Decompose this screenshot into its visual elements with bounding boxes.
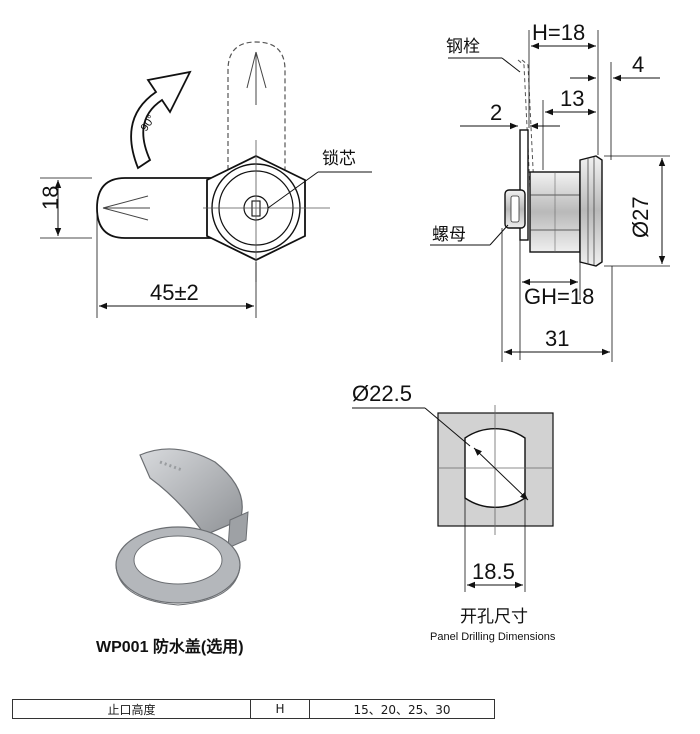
flange	[579, 155, 603, 267]
cover-caption: WP001 防水盖(选用)	[96, 637, 244, 656]
spec-values-cell: 15、20、25、30	[309, 699, 495, 719]
cam-plate	[519, 129, 529, 241]
dim-hole-diameter: Ø22.5	[352, 381, 412, 406]
dim-d27: Ø27	[628, 196, 653, 238]
steel-bolt-label: 钢栓	[446, 37, 480, 57]
spec-table: 止口高度 H 15、20、25、30	[12, 699, 495, 719]
spec-name-cell: 止口高度	[12, 699, 251, 719]
dim-2: 2	[490, 100, 502, 125]
lock-core-label: 锁芯	[322, 149, 356, 169]
dim-length: 45±2	[150, 280, 199, 305]
dim-height: 18	[38, 186, 63, 210]
front-view: 90° 锁芯 18 45±2	[38, 41, 372, 318]
spec-symbol-cell: H	[250, 699, 310, 719]
rotation-arrow-icon	[130, 70, 192, 170]
waterproof-cover: WP001 防水盖(选用)	[96, 448, 249, 656]
nut-label: 螺母	[432, 225, 466, 245]
dim-total: 31	[545, 326, 569, 351]
panel-title-en: Panel Drilling Dimensions	[430, 631, 556, 643]
table-row: 止口高度 H 15、20、25、30	[12, 699, 495, 719]
cover-lid	[139, 448, 243, 536]
dim-13: 13	[560, 86, 584, 111]
cam-arm	[96, 177, 215, 239]
panel-drilling-view: Ø22.5 18.5 开孔尺寸 Panel Drilling Dimension…	[352, 381, 556, 643]
side-view: H=18 4 13 2 Ø27 GH=18 31 钢栓	[430, 20, 670, 362]
dim-4: 4	[632, 52, 644, 77]
panel-title-cn: 开孔尺寸	[460, 607, 528, 627]
dim-h: H=18	[532, 20, 585, 45]
cam-rotated-outline	[227, 41, 286, 170]
dim-gh: GH=18	[524, 284, 594, 309]
dim-flat: 18.5	[472, 559, 515, 584]
